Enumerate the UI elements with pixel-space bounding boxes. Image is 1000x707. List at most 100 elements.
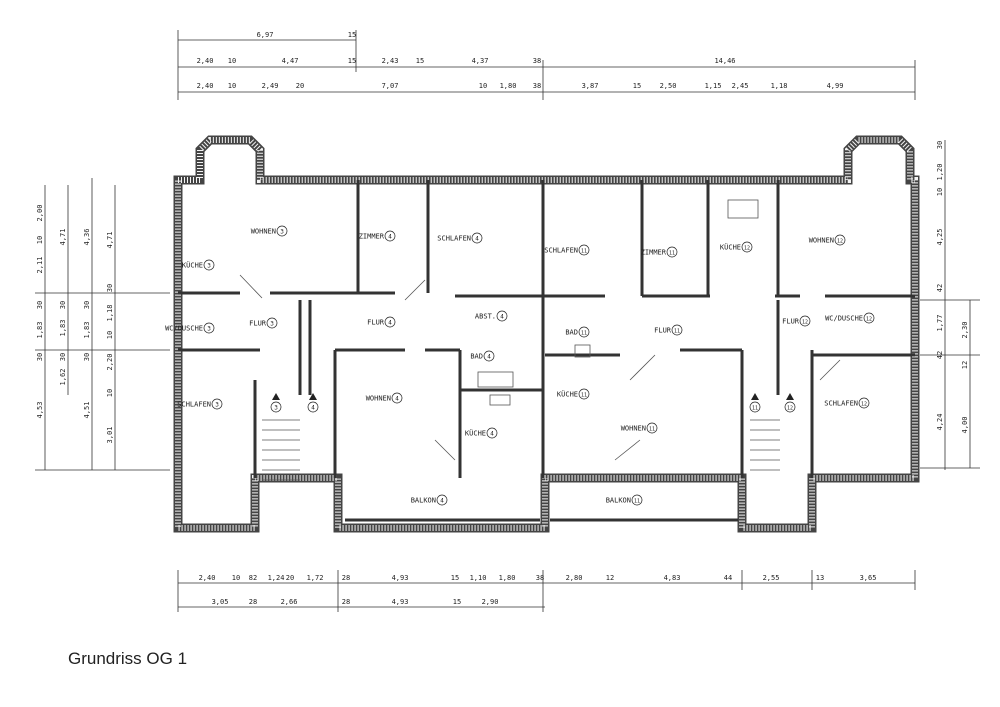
dimension-lines bbox=[35, 30, 980, 612]
unit-number: 12 bbox=[866, 316, 872, 322]
dimension-label: 1,18 bbox=[106, 305, 114, 322]
stair-arrow-icon bbox=[751, 393, 759, 400]
unit-circle-icon bbox=[384, 230, 396, 242]
dimension-label: 3,05 bbox=[212, 598, 229, 606]
room-name: SCHLAFEN bbox=[824, 400, 858, 408]
dimension-label: 2,20 bbox=[106, 354, 114, 371]
dimension-label: 10 bbox=[106, 389, 114, 397]
room-name: WOHNEN bbox=[251, 228, 276, 236]
dimension-label: 2,40 bbox=[197, 57, 214, 65]
dimension-label: 12 bbox=[606, 574, 614, 582]
dimension-label: 42 bbox=[936, 284, 944, 292]
dimension-label: 44 bbox=[724, 574, 732, 582]
dimension-label: 2,43 bbox=[382, 57, 399, 65]
unit-number: 12 bbox=[837, 238, 843, 244]
dimension-label: 1,83 bbox=[36, 322, 44, 339]
room-name: ZIMMER bbox=[641, 249, 667, 257]
dimension-label: 1,18 bbox=[771, 82, 788, 90]
stair-unit: 12 bbox=[787, 406, 793, 412]
unit-number: 4 bbox=[440, 497, 444, 504]
dimension-label: 1,15 bbox=[705, 82, 722, 90]
dimension-label: 10 bbox=[228, 82, 236, 90]
dimension-label: 20 bbox=[286, 574, 294, 582]
unit-circle-icon bbox=[578, 244, 590, 256]
dimension-label: 30 bbox=[36, 353, 44, 361]
room-name: WOHNEN bbox=[366, 395, 391, 403]
dimension-label: 2,50 bbox=[660, 82, 677, 90]
dimension-label: 15 bbox=[416, 57, 424, 65]
unit-number: 4 bbox=[475, 235, 479, 242]
unit-number: 3 bbox=[207, 325, 211, 332]
dimension-label: 4,93 bbox=[392, 574, 409, 582]
room-name: KÜCHE bbox=[465, 429, 486, 438]
unit-number: 4 bbox=[388, 319, 392, 326]
unit-number: 4 bbox=[490, 430, 494, 437]
room-name: FLUR bbox=[367, 319, 385, 327]
unit-circle-icon bbox=[799, 315, 811, 327]
stair-unit: 3 bbox=[274, 405, 278, 412]
room-name: FLUR bbox=[249, 320, 267, 328]
dimension-label: 15 bbox=[451, 574, 459, 582]
walls bbox=[173, 135, 920, 533]
unit-circle-icon bbox=[203, 259, 215, 271]
dimension-label: 2,49 bbox=[262, 82, 279, 90]
dimension-label: 1,80 bbox=[499, 574, 516, 582]
dimension-label: 4,25 bbox=[936, 229, 944, 246]
unit-number: 11 bbox=[581, 330, 587, 336]
room-name: ABST. bbox=[475, 313, 496, 321]
room-name: KÜCHE bbox=[557, 390, 578, 399]
dimension-label: 4,36 bbox=[83, 229, 91, 246]
unit-number: 12 bbox=[744, 245, 750, 251]
dimension-label: 30 bbox=[36, 301, 44, 309]
dimension-label: 82 bbox=[249, 574, 257, 582]
unit-circle-icon bbox=[666, 246, 678, 258]
room-label: ABST.4 bbox=[475, 310, 508, 322]
unit-number: 12 bbox=[802, 319, 808, 325]
dimension-label: 1,83 bbox=[83, 322, 91, 339]
unit-number: 4 bbox=[487, 353, 491, 360]
dimension-label: 15 bbox=[348, 31, 356, 39]
unit-circle-icon bbox=[436, 494, 448, 506]
unit-circle-icon bbox=[211, 398, 223, 410]
room-name: ZIMMER bbox=[359, 233, 385, 241]
dimension-label: 10 bbox=[36, 236, 44, 244]
unit-number: 11 bbox=[581, 248, 587, 254]
unit-number: 4 bbox=[395, 395, 399, 402]
dimension-label: 10 bbox=[232, 574, 240, 582]
dimension-label: 28 bbox=[249, 598, 257, 606]
unit-circle-icon bbox=[863, 312, 875, 324]
unit-circle-icon bbox=[784, 401, 796, 413]
dimension-label: 6,97 bbox=[257, 31, 274, 39]
unit-circle-icon bbox=[858, 397, 870, 409]
room-name: BALKON bbox=[606, 497, 631, 505]
dimension-label: 30 bbox=[83, 353, 91, 361]
dimension-label: 2,66 bbox=[281, 598, 298, 606]
dimension-label: 10 bbox=[228, 57, 236, 65]
unit-circle-icon bbox=[578, 326, 590, 338]
dimension-label: 4,00 bbox=[961, 417, 969, 434]
dimension-label: 38 bbox=[533, 82, 541, 90]
unit-circle-icon bbox=[834, 234, 846, 246]
unit-circle-icon bbox=[631, 494, 643, 506]
unit-circle-icon bbox=[486, 427, 498, 439]
stair-unit: 11 bbox=[752, 406, 758, 412]
dimension-label: 4,24 bbox=[936, 414, 944, 431]
unit-number: 11 bbox=[674, 328, 680, 334]
unit-number: 11 bbox=[634, 498, 640, 504]
unit-number: 4 bbox=[388, 233, 392, 240]
dimension-label: 30 bbox=[59, 301, 67, 309]
unit-circle-icon bbox=[671, 324, 683, 336]
dimension-label: 30 bbox=[83, 301, 91, 309]
unit-number: 12 bbox=[861, 401, 867, 407]
